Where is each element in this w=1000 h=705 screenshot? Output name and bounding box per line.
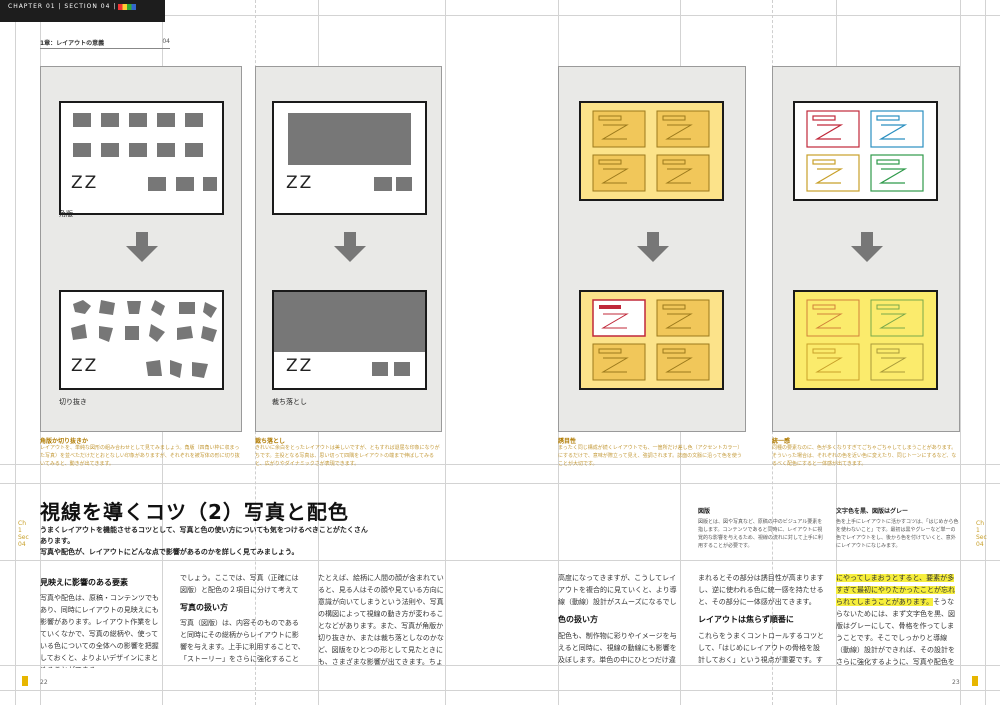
- caption-body: レイアウトを、単純な図形の組み合わせとして見てみましょう。角版（四角い枠に収まっ…: [40, 445, 240, 467]
- arrow-down-icon: [851, 232, 883, 262]
- layout-card-before: [579, 101, 724, 201]
- col6-body: にやってしまおうとすると、要素が多すぎて最初にやりたかったことが忘れられてしまう…: [836, 574, 955, 666]
- layout-card-before: [793, 101, 938, 201]
- page-tab-left: [22, 676, 28, 686]
- article-title: 視線を導くコツ（2）写真と配色: [40, 500, 349, 524]
- caption-title: 誘目性: [558, 438, 577, 445]
- page-number-left: 22: [40, 679, 48, 686]
- col4-intro: 高度になってきますが、こうしてレイアウトを複合的に見ていくと、より導線（動線）設…: [558, 574, 677, 606]
- col2-heading: 写真の扱い方: [180, 603, 228, 612]
- caption-title: 統一感: [772, 438, 791, 445]
- col4-heading: 色の扱い方: [558, 615, 598, 624]
- arrow-down-icon: [126, 232, 158, 262]
- margin-mark-right: Ch 1 Sec 04: [976, 520, 987, 548]
- layout-card-after: [793, 290, 938, 390]
- caption-title: 裁ち落とし: [255, 438, 286, 445]
- grid-cards-accent: [592, 299, 710, 381]
- col2-intro: でしょう。ここでは、写真（正確には図版）と配色の２項目に分けて考えてみます。: [180, 574, 299, 594]
- cutout-small-shapes: [146, 360, 208, 378]
- article-lead: うまくレイアウトを機能させるコツとして、写真と色の使い方についても気をつけるべき…: [40, 526, 368, 556]
- label-kakuhan: 角版: [59, 210, 73, 218]
- grid-cards-yellow: [592, 110, 710, 192]
- col2-body: 写真（図版）は、内容そのものであると同時にその総柄からレイアウトに影響を与えます…: [180, 619, 305, 663]
- panel-yuumokusei: [558, 66, 746, 432]
- col1-body: 写真や配色は、原稿・コンテンツでもあり、同時にレイアウトの見映えにも影響がありま…: [40, 594, 159, 668]
- col3-body: たとえば、絵柄に人間の顔が含まれていると、見る人はその顔や見ている方向に意識が向…: [318, 574, 444, 666]
- side-note-title: 図版: [698, 508, 711, 515]
- margin-mark-left: Ch 1 Sec 04: [18, 520, 29, 548]
- arrow-down-icon: [334, 232, 366, 262]
- label-tachiotoshi: 裁ち落とし: [272, 398, 307, 406]
- layout-card-before: ZZ: [272, 101, 427, 215]
- color-bar-icon: [118, 4, 136, 10]
- layout-card-after: [579, 290, 724, 390]
- page-number-right: 23: [952, 679, 960, 686]
- caption-body: 同種の要素なのに、色が多くなりすぎてごちゃごちゃしてしまうことがあります。そうい…: [772, 445, 957, 467]
- caption-title: 角版か切り抜きか: [40, 438, 89, 445]
- panel-tachiotoshi: ZZ ZZ 裁ち落とし: [255, 66, 442, 432]
- col5-intro: まれるとその部分は誘目性が高まりますし、逆に使われる色に統一感を持たせると、その…: [698, 574, 824, 606]
- panel-touitsukan: [772, 66, 960, 432]
- layout-card-before: ZZ: [59, 101, 224, 215]
- col5-heading: レイアウトは焦らず順番に: [698, 615, 794, 624]
- grid-cards-unified: [806, 299, 924, 381]
- panel-kakuhan: ZZ 角版 ZZ 切り抜き: [40, 66, 242, 432]
- col1-heading: 見映えに影響のある要素: [40, 578, 128, 587]
- side-note-body: 図版とは、図や写真など、原稿の中のビジュアル要素を指します。コンテンツであると同…: [698, 519, 823, 549]
- caption-body: まったく同じ構成が続くレイアウトでも、一箇所だけ差し色（アクセントカラー）にする…: [558, 445, 743, 467]
- cutout-shapes: [71, 300, 217, 342]
- label-kirinuki: 切り抜き: [59, 398, 87, 406]
- page-tab-right: [972, 676, 978, 686]
- col4-body: 配色も、制作物に彩りやイメージを与えると同時に、視線の動線にも影響を及ぼします。…: [558, 632, 677, 664]
- running-head: CHAPTER 01 | SECTION 04 |: [0, 0, 165, 22]
- side-note-body: 色を上手にレイアウトに活かすコツは、「はじめから色を使わないこと」です。最初は黒…: [836, 519, 959, 549]
- side-note-title: 文字色を黒、図版はグレー: [836, 508, 909, 515]
- grid-cards-multicolor: [806, 110, 924, 192]
- layout-card-after: ZZ: [272, 290, 427, 390]
- layout-card-after: ZZ: [59, 290, 224, 390]
- caption-body: きれいに余白をとったレイアウトは美しいですが、ともすれば退屈な印象になりがちです…: [255, 445, 440, 467]
- col5-body: これらをうまくコントロールするコツとして、「はじめにレイアウトの骨格を設計してお…: [698, 632, 824, 664]
- arrow-down-icon: [637, 232, 669, 262]
